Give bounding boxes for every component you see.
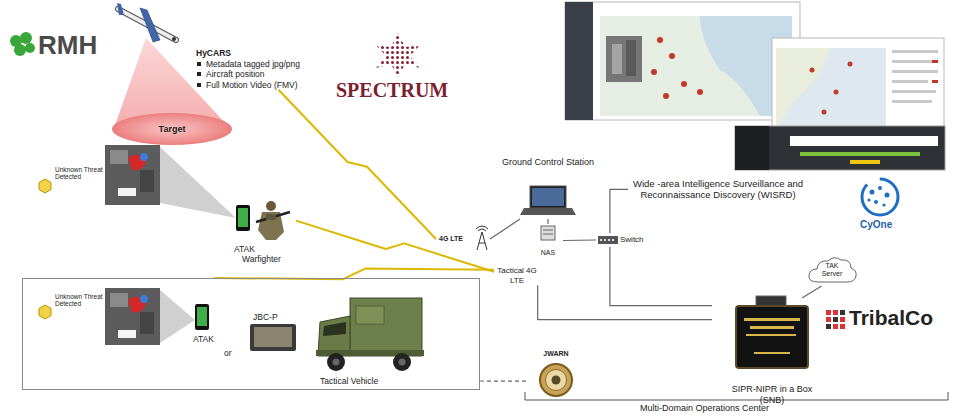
tactical-vehicle [316,298,424,371]
network-line [547,219,548,224]
nas-icon [541,226,555,240]
network-line [610,247,712,306]
threat-thumbnail [105,145,160,205]
phone-icon [195,304,209,330]
node-text: Switch [620,235,644,245]
antenna-icon [476,226,488,250]
cyone-logo [862,179,898,215]
nas-node: NAS [533,224,563,257]
company-logo-text: RMH [38,31,97,61]
threat-label: Unknown Threat Detected [55,293,103,308]
node-text: JWARN [528,350,584,358]
ground-station: Ground Control Station [498,157,598,219]
node-text: Wide -area Intelligence Surveillance and… [628,178,808,201]
node-text: or [224,348,232,358]
clover-logo [10,32,35,56]
company-logo-text: CyOne [860,219,892,231]
jwarn-seal [540,364,572,396]
hycars-callout: HyCARSMetadata tagged jpg/pngAircraft po… [196,48,346,90]
network-line [538,285,712,319]
region-label: Multi-Domain Operations Center [640,403,769,413]
laptop-icon [520,186,576,215]
dashed-link [480,380,528,381]
snb-node: SIPR-NIPR in a Box (SNB) [712,298,832,406]
soldier-figure [256,201,290,240]
target-ellipse: Target [112,113,232,145]
jbcp-device [250,324,296,351]
antenna-node: 4G LTE [436,228,490,250]
node-text: Full Motion Video (FMV) [196,80,346,90]
node-text: JBC-P [253,312,278,322]
wireless-link [296,221,494,272]
view-beam [160,147,236,218]
node-text: 4G LTE [439,235,463,243]
tak-cloud: TAK Server [806,254,858,286]
view-beam [160,290,195,343]
tribalco-logo [826,310,845,329]
node-text: Tactical 4G LTE [494,266,540,285]
company-logo-text: TribalCo [849,306,933,330]
threat-marker [39,179,51,193]
node-text: Ground Control Station [498,157,598,168]
phone-icon [236,205,250,231]
node-text: ATAK [234,244,255,254]
node-text: Warfighter [242,254,281,264]
software-screens [565,2,945,170]
jwarn-node: JWARN [528,350,584,402]
snb-device [736,296,808,368]
switch-node: Switch [596,233,662,247]
node-text: Target [159,124,186,135]
wisrd-node: Wide -area Intelligence Surveillance and… [628,178,808,201]
spectrum-burst [376,33,420,77]
warfighter-node: ATAKWarfighter [230,202,296,264]
tactical-lte: Tactical 4G LTE [494,266,540,285]
node-text: Aircraft position [196,69,346,79]
threat-thumbnail [105,288,160,345]
threat-label: Unknown Threat Detected [55,166,103,181]
company-logo-text: SPECTRUM [336,79,448,102]
node-text: SIPR-NIPR in a Box (SNB) [724,384,820,406]
network-line [563,239,596,241]
threat-marker [39,305,51,319]
node-text: HyCARS [196,48,346,58]
node-text: ATAK [193,334,214,344]
network-line [610,189,628,233]
network-line [802,286,822,298]
aircraft [117,3,176,42]
node-text: Metadata tagged jpg/png [196,59,346,69]
switch-icon [598,236,618,244]
node-text: Tactical Vehicle [320,376,378,386]
node-text: NAS [541,249,555,257]
node-text: TAK Server [817,262,847,279]
network-line [490,219,520,239]
wireless-link [279,90,437,239]
